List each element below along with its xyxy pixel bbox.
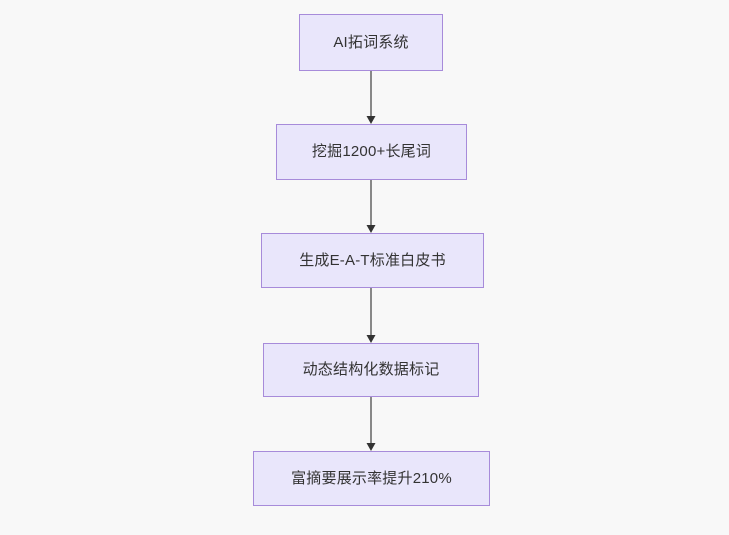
- flow-node-label: AI拓词系统: [333, 33, 409, 51]
- edge-connector-2: [366, 180, 376, 233]
- edge-connector-4: [366, 397, 376, 451]
- flow-node-label: 富摘要展示率提升210%: [291, 469, 452, 487]
- flow-node-mine-longtail-keywords[interactable]: 挖掘1200+长尾词: [276, 124, 467, 180]
- arrowhead-icon-3: [366, 335, 376, 343]
- edge-connector-3: [366, 288, 376, 343]
- flow-node-label: 动态结构化数据标记: [302, 361, 440, 378]
- flow-node-label: 挖掘1200+长尾词: [311, 143, 432, 160]
- arrowhead-icon-4: [366, 443, 376, 451]
- flow-node-ai-keyword-system[interactable]: AI拓词系统: [299, 14, 443, 71]
- edge-connector-1: [366, 71, 376, 124]
- flow-node-label: 生成E-A-T标准白皮书: [299, 251, 446, 269]
- flow-node-rich-snippet-rate[interactable]: 富摘要展示率提升210%: [253, 451, 490, 506]
- flow-node-dynamic-structured-data[interactable]: 动态结构化数据标记: [263, 343, 479, 397]
- flow-node-generate-eat-whitepaper[interactable]: 生成E-A-T标准白皮书: [261, 233, 484, 288]
- arrowhead-icon-1: [366, 116, 376, 124]
- arrowhead-icon-2: [366, 225, 376, 233]
